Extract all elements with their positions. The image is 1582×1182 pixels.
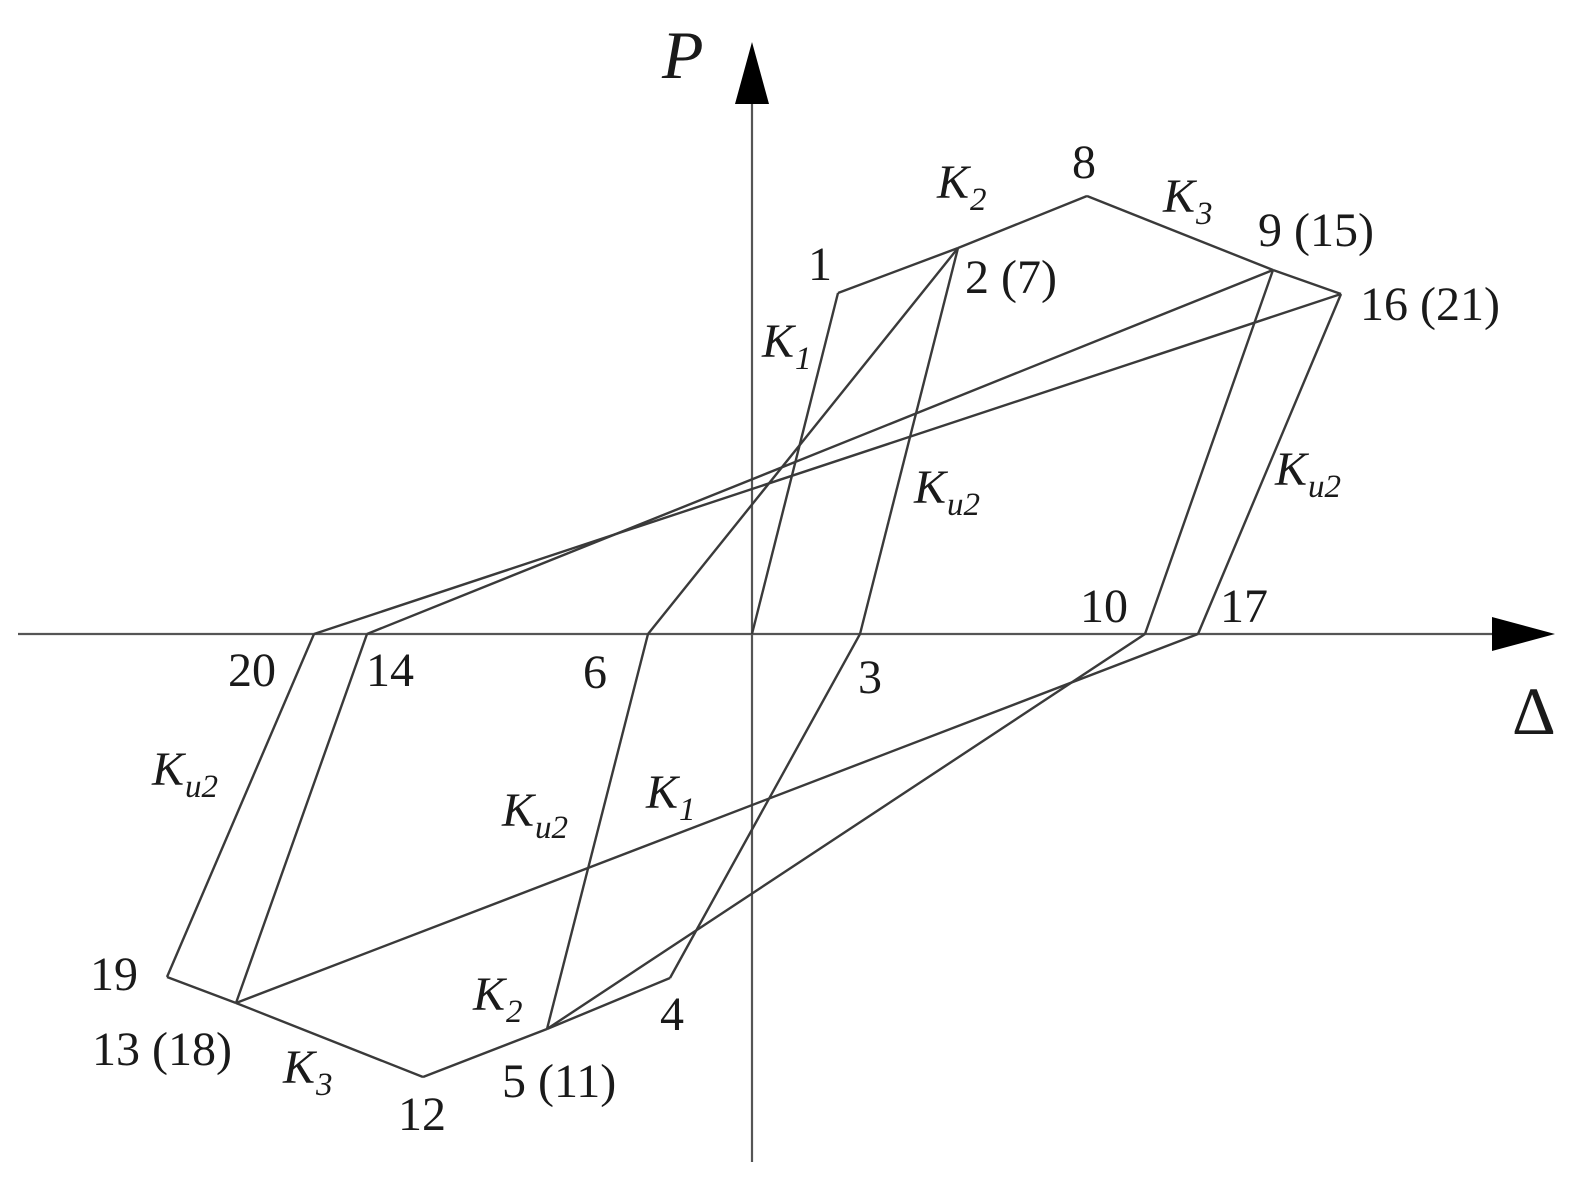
segment-13-14 xyxy=(234,633,369,1004)
point-labels: 1 2 (7) 3 4 5 (11) 6 8 9 (15) 10 12 13 (… xyxy=(90,136,1500,1141)
segment-3-4 xyxy=(668,633,862,979)
segment-9-10 xyxy=(1143,269,1275,635)
segment-20-21 xyxy=(313,292,1342,636)
stiffness-label-ku2-left-outer: Ku2 xyxy=(151,743,218,805)
point-label-17: 17 xyxy=(1220,580,1268,633)
segment-18-19 xyxy=(166,975,237,1005)
hysteresis-loops xyxy=(165,194,1343,1079)
y-axis-label: P xyxy=(661,17,704,93)
segment-7-8 xyxy=(957,194,1088,250)
vertical-axis-arrowhead xyxy=(735,42,769,104)
segment-17-18 xyxy=(235,632,1199,1005)
segment-10-11 xyxy=(546,632,1146,1031)
stiffness-labels: K1 K1 K2 K2 K3 K3 Ku2 Ku2 Ku2 Ku2 xyxy=(151,156,1341,1103)
point-label-5: 5 (11) xyxy=(502,1055,616,1108)
segment-2-3 xyxy=(858,247,960,635)
segment-12-13 xyxy=(235,1001,424,1079)
point-label-13: 13 (18) xyxy=(92,1023,232,1076)
segment-origin-1 xyxy=(750,292,840,635)
point-label-16: 16 (21) xyxy=(1360,278,1500,331)
point-label-3: 3 xyxy=(858,651,882,704)
stiffness-label-k2-lower: K2 xyxy=(472,968,523,1030)
segment-6-7 xyxy=(647,247,959,635)
point-label-20: 20 xyxy=(228,644,276,697)
point-label-6: 6 xyxy=(583,646,607,699)
point-label-2: 2 (7) xyxy=(965,251,1057,304)
segment-4-5 xyxy=(546,976,671,1031)
point-label-8: 8 xyxy=(1072,136,1096,189)
point-label-4: 4 xyxy=(660,988,684,1041)
segment-11-12 xyxy=(422,1027,548,1079)
x-axis-label: Δ xyxy=(1512,673,1556,749)
stiffness-label-k3-lower: K3 xyxy=(282,1041,333,1103)
segment-19-20 xyxy=(165,633,316,978)
stiffness-label-k3-upper: K3 xyxy=(1162,170,1213,232)
stiffness-label-k1-lower: K1 xyxy=(645,766,696,828)
segment-8-9 xyxy=(1086,194,1274,272)
point-label-1: 1 xyxy=(808,238,832,291)
horizontal-axis-arrowhead xyxy=(1492,617,1555,651)
segment-1-2 xyxy=(837,246,959,295)
point-label-14: 14 xyxy=(366,644,414,697)
stiffness-label-k2-upper: K2 xyxy=(936,156,987,218)
stiffness-label-ku2-right-inner: Ku2 xyxy=(913,461,980,523)
point-label-12: 12 xyxy=(398,1088,446,1141)
point-label-19: 19 xyxy=(90,948,138,1001)
segment-15-16 xyxy=(1272,268,1342,296)
stiffness-label-ku2-right-outer: Ku2 xyxy=(1274,443,1341,505)
point-label-9: 9 (15) xyxy=(1258,204,1374,257)
point-label-10: 10 xyxy=(1080,580,1128,633)
stiffness-label-ku2-left-inner: Ku2 xyxy=(501,784,568,846)
stiffness-label-k1-upper: K1 xyxy=(761,315,812,377)
segment-5-6 xyxy=(545,633,650,1030)
segment-16-17 xyxy=(1196,293,1343,635)
segment-14-15 xyxy=(366,268,1274,636)
